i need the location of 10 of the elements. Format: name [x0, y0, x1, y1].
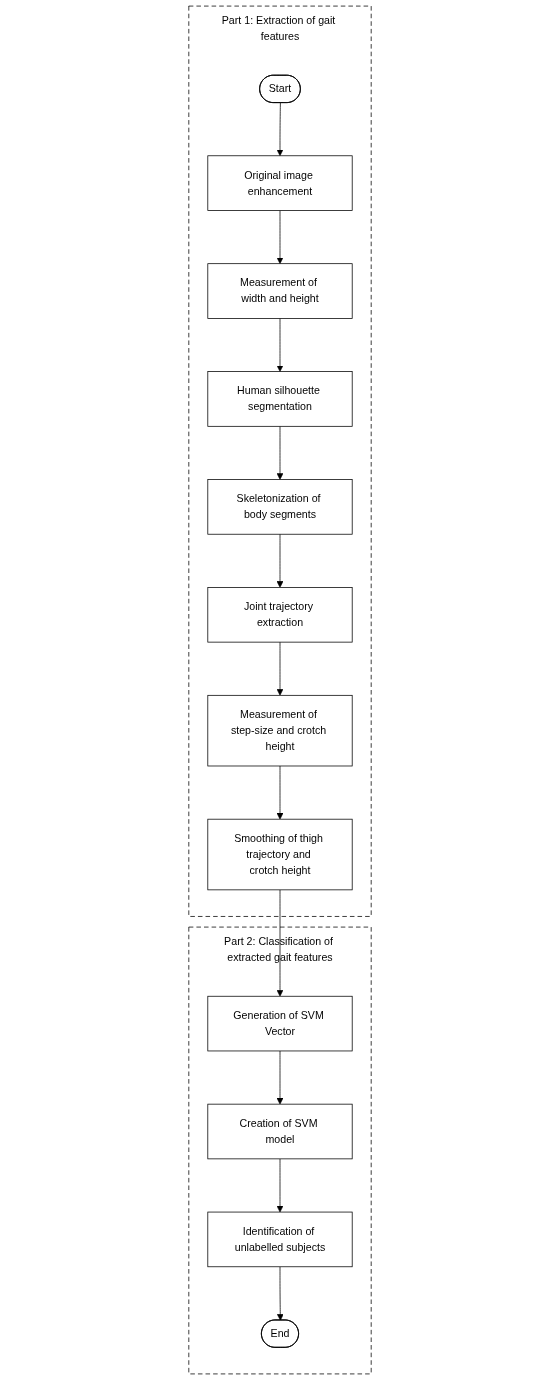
node-box: Generation of SVM Vector — [207, 995, 353, 1052]
node-box: Measurement of step-size and crotch height — [207, 694, 353, 767]
node-box: Smoothing of thigh trajectory and crotch height — [207, 818, 353, 891]
node-box: Creation of SVM model — [207, 1103, 353, 1160]
node-box: Skeletonization of body segments — [207, 479, 353, 535]
node-box: Joint trajectory extraction — [207, 587, 353, 643]
node-box: Identification of unlabelled subjects — [207, 1211, 353, 1268]
node-box: Human silhouette segmentation — [207, 371, 353, 427]
node-box: Original image enhancement — [207, 155, 353, 211]
node-box: Measurement of width and height — [207, 263, 353, 319]
